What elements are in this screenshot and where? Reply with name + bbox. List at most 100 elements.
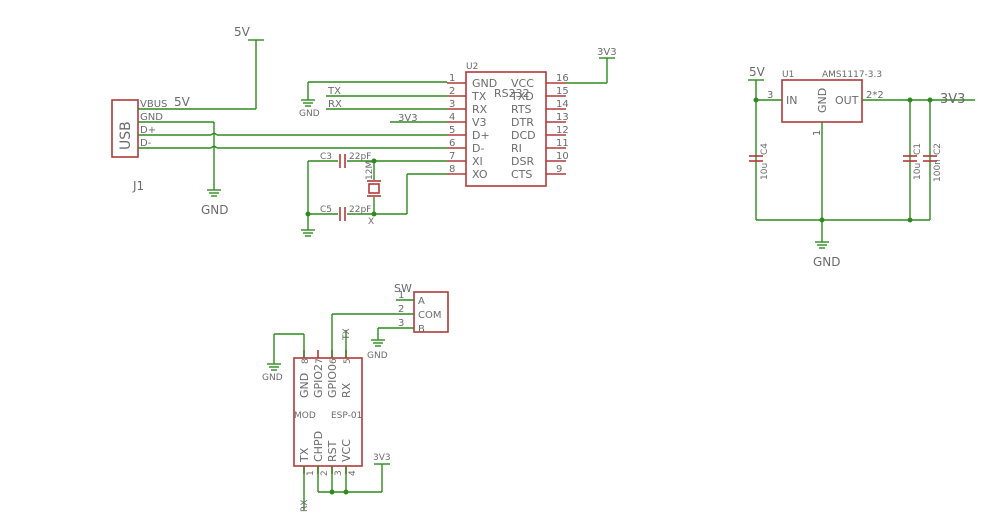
chip-u2-rs232: U2 RS232	[465, 62, 547, 187]
esp01-top-pin-name: GND	[298, 373, 311, 398]
switch-pin-a-label: A	[418, 296, 425, 307]
u1-body	[781, 79, 863, 123]
u2-right-pin-name: DTR	[511, 116, 534, 129]
usb-pin-gnd: GND	[140, 112, 163, 123]
crystal-frequency-label: 12M	[365, 161, 375, 180]
u2-right-pin-name: VCC	[511, 77, 534, 90]
u1-part-label: AMS1117-3.3	[822, 70, 882, 80]
esp01-tx-net-label: TX	[342, 328, 352, 341]
esp01-bottom-pin-number: 3	[334, 470, 344, 476]
u2-left-pin-name: TX	[471, 90, 487, 103]
u2-left-pin-number: 4	[449, 112, 455, 123]
esp01-rx-net-label: RX	[300, 500, 310, 512]
u1-5v-net-label: 5V	[749, 65, 766, 79]
esp01-name-label: ESP-01	[331, 411, 362, 421]
u2-right-pin-name: TXD	[510, 90, 534, 103]
esp01-mod-label: MOD	[294, 411, 316, 421]
esp01-top-pin-name: GPIO2	[312, 364, 325, 398]
usb-ref-label: J1	[132, 179, 144, 193]
usb-vbus-net-label: 5V	[174, 95, 191, 109]
usb-body-label: USB	[118, 121, 134, 150]
u2-vcc-net-label: 3V3	[597, 47, 617, 58]
esp01-bottom-pin-name: TX	[298, 447, 311, 463]
usb-pin-dminus: D-	[140, 138, 152, 149]
c3-value-label: 22pF	[349, 152, 371, 162]
u2-tx-net-label: TX	[327, 86, 341, 97]
switch-pin3-number: 3	[398, 318, 404, 329]
u2-left-pin-number: 6	[449, 138, 455, 149]
u2-name-label: RS232	[494, 87, 530, 100]
esp01-top-pin-name: GPIO0	[326, 364, 339, 398]
esp01-top-pin-number: 6	[329, 358, 339, 364]
u2-left-pin-name: D+	[472, 129, 490, 142]
switch-ref-label: SW	[394, 282, 412, 295]
c5-value-label: 22pF	[349, 205, 371, 215]
u1-pin-in-number: 3	[767, 90, 773, 101]
u1-gnd-pin-label: GND	[816, 88, 829, 113]
usb-connector-body	[111, 99, 139, 158]
esp01-module: MOD ESP-01	[293, 357, 363, 467]
u2-left-pin-name: V3	[472, 116, 487, 129]
u2-right-pin-number: 13	[556, 112, 569, 123]
switch-sw	[371, 291, 449, 347]
usb-pin-vbus: VBUS	[140, 99, 167, 110]
u2-left-pin-number: 5	[449, 125, 455, 136]
u2-body	[465, 71, 547, 187]
u2-right-pin-name: DSR	[511, 155, 534, 168]
u2-rx-net-label: RX	[328, 99, 342, 110]
crystal-circuit	[301, 154, 447, 237]
u1-pin-gnd-number: 1	[812, 130, 823, 136]
u1-gnd-net-label: GND	[813, 255, 841, 269]
switch-pin-com-label: COM	[418, 310, 441, 321]
u1-3v3-net-label: 3V3	[940, 92, 965, 107]
usb-gnd-label: GND	[201, 203, 229, 217]
u2-left-pin-number: 2	[449, 86, 455, 97]
u2-left-pin-number: 3	[449, 99, 455, 110]
switch-body	[413, 291, 449, 333]
u2-left-pin-name: XO	[472, 168, 488, 181]
usb-wires	[138, 39, 447, 197]
esp01-top-pin-name: RX	[340, 382, 353, 398]
esp01-bottom-pin-number: 4	[348, 470, 358, 476]
esp01-gnd-label: GND	[262, 373, 283, 383]
regulator-u1	[748, 79, 975, 249]
esp01-bottom-pin-number: 1	[306, 470, 316, 476]
u2-right-pin-name: CTS	[511, 168, 532, 181]
u1-in-label: IN	[786, 94, 797, 107]
u2-left-pin-name: RX	[472, 103, 488, 116]
usb-5v-power-label: 5V	[234, 25, 251, 39]
usb-pin-dplus: D+	[140, 125, 156, 136]
u2-right-pin-number: 16	[556, 73, 569, 84]
crystal-body	[368, 183, 380, 194]
u2-gnd-label: GND	[299, 109, 320, 119]
u2-left-pin-number: 8	[449, 164, 455, 175]
u2-right-pin-number: 15	[556, 86, 569, 97]
u1-pin-out-number: 2*2	[866, 90, 884, 101]
u2-ref-label: U2	[466, 62, 478, 72]
esp01-top-pin-number: 8	[301, 358, 311, 364]
c1-ref-label: C1	[913, 143, 923, 155]
u2-left-pin-name: GND	[472, 77, 497, 90]
esp01-3v3-net-label: 3V3	[373, 453, 391, 463]
c2-ref-label: C2	[933, 143, 943, 155]
u2-right-pin-number: 9	[556, 164, 562, 175]
u2-right-pin-number: 14	[556, 99, 569, 110]
crystal-x-label: X	[368, 217, 374, 227]
esp01-top-pin-number: 5	[343, 358, 353, 364]
switch-pin1-number: 1	[398, 290, 404, 301]
esp01-bottom-pin-number: 2	[320, 470, 330, 476]
c5-ref-label: C5	[320, 205, 332, 215]
u2-right-pin-number: 12	[556, 125, 569, 136]
u2-left-pin-name: D-	[472, 142, 484, 155]
esp01-bottom-pin-name: VCC	[340, 439, 353, 462]
switch-gnd-label: GND	[367, 351, 388, 361]
u2-left-pin-name: XI	[472, 155, 483, 168]
u2-wires	[301, 57, 615, 123]
u2-right-pin-name: DCD	[511, 129, 536, 142]
u2-left-pin-number: 7	[449, 151, 455, 162]
